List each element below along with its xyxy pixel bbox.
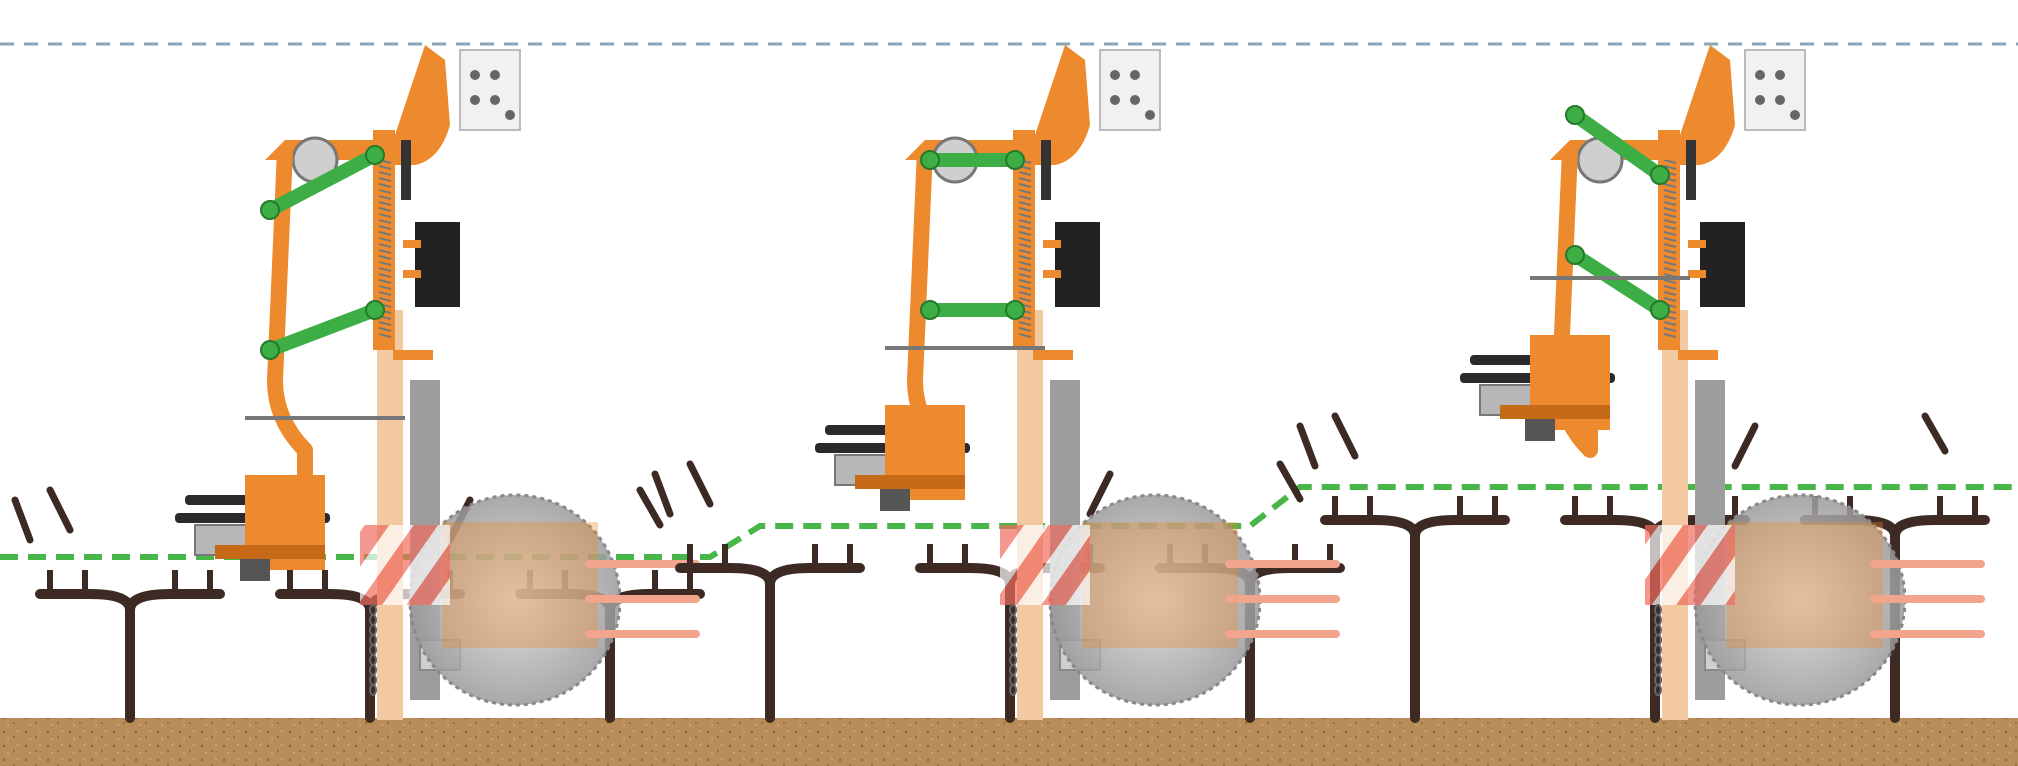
valve-knob	[1755, 70, 1765, 80]
mast-upper	[1662, 310, 1688, 720]
valve-knob	[1145, 110, 1155, 120]
vine-cordon	[1895, 520, 1985, 536]
link-pivot	[366, 146, 384, 164]
vine-shoot	[690, 464, 710, 504]
panel-bracket	[403, 240, 421, 248]
saw-frame	[1085, 525, 1235, 645]
link-pivot	[1651, 301, 1669, 319]
valve-knob	[505, 110, 515, 120]
panel-bracket	[1043, 240, 1061, 248]
valve-knob	[1755, 95, 1765, 105]
valve-knob	[470, 70, 480, 80]
link-pivot	[1651, 166, 1669, 184]
vine-shoot	[1925, 416, 1945, 451]
link-pivot	[1006, 151, 1024, 169]
valve-knob	[1790, 110, 1800, 120]
guide-finger	[1225, 630, 1340, 638]
vine-cordon	[1415, 520, 1505, 536]
mast-upper	[377, 310, 403, 720]
valve-knob	[490, 70, 500, 80]
panel-bracket	[1688, 270, 1706, 278]
mast-upper	[1017, 310, 1043, 720]
panel-bracket	[1688, 240, 1706, 248]
cutter-base	[215, 545, 325, 559]
hydraulic-cylinder	[1041, 140, 1051, 200]
vine-trunk	[280, 594, 370, 718]
side-panel	[1700, 222, 1745, 307]
vine-cordon	[130, 594, 220, 610]
panel-bracket	[403, 270, 421, 278]
cutter-motor	[1525, 419, 1555, 441]
cutter-motor	[880, 489, 910, 511]
guide-finger	[1870, 560, 1985, 568]
column-bracket	[1678, 350, 1718, 360]
guide-finger	[1870, 630, 1985, 638]
vine-shoot	[15, 500, 30, 540]
ground	[0, 718, 2018, 766]
link-pivot	[1006, 301, 1024, 319]
valve-knob	[1110, 95, 1120, 105]
link-pivot	[261, 341, 279, 359]
link-pivot	[1566, 106, 1584, 124]
vine-trunk	[1565, 520, 1655, 718]
link-pivot	[261, 201, 279, 219]
sprocket-cutter-icon	[815, 405, 970, 511]
vine-shoot	[640, 490, 660, 525]
vine-trunk	[1325, 520, 1415, 718]
machine-position-1	[15, 45, 700, 720]
saw-frame	[1730, 525, 1880, 645]
guide-finger	[1225, 595, 1340, 603]
side-panel	[1055, 222, 1100, 307]
saw-frame	[445, 525, 595, 645]
side-panel	[415, 222, 460, 307]
valve-knob	[490, 95, 500, 105]
valve-knob	[1130, 95, 1140, 105]
hydraulic-valve-box-icon	[460, 50, 520, 130]
vine-trunk	[920, 568, 1010, 718]
valve-knob	[470, 95, 480, 105]
link-pivot	[366, 301, 384, 319]
guide-finger	[1870, 595, 1985, 603]
guide-finger	[585, 630, 700, 638]
warning-stripes-icon	[1000, 525, 1090, 605]
warning-stripes-icon	[1645, 525, 1735, 605]
vine-shoot	[1280, 464, 1300, 499]
vine-shoot	[1335, 416, 1355, 456]
column-bracket	[1033, 350, 1073, 360]
hydraulic-valve-box-icon	[1745, 50, 1805, 130]
link-pivot	[1566, 246, 1584, 264]
hydraulic-cylinder	[401, 140, 411, 200]
valve-knob	[1775, 95, 1785, 105]
guide-finger	[585, 595, 700, 603]
vine-cordon	[770, 568, 860, 584]
hydraulic-valve-box-icon	[1100, 50, 1160, 130]
guide-finger	[1225, 560, 1340, 568]
vine-shoot	[1735, 426, 1755, 466]
vine-cordon	[1250, 568, 1340, 584]
cutter-motor	[240, 559, 270, 581]
valve-knob	[1775, 70, 1785, 80]
vine-shoot	[50, 490, 70, 530]
valve-knob	[1130, 70, 1140, 80]
valve-knob	[1110, 70, 1120, 80]
cutter-base	[1500, 405, 1610, 419]
machine-position-3	[1300, 45, 1985, 720]
sprocket-cutter-icon	[1460, 335, 1615, 441]
sprocket-cutter-icon	[175, 475, 330, 581]
column-bracket	[393, 350, 433, 360]
machine-position-2	[655, 45, 1340, 720]
panel-bracket	[1043, 270, 1061, 278]
vine-trunk	[40, 594, 130, 718]
cutter-base	[855, 475, 965, 489]
warning-stripes-icon	[360, 525, 450, 605]
vine-shoot	[1300, 426, 1315, 466]
hydraulic-cylinder	[1686, 140, 1696, 200]
vine-shoot	[655, 474, 670, 514]
link-pivot	[921, 151, 939, 169]
link-pivot	[921, 301, 939, 319]
parallel-link	[1575, 255, 1660, 310]
